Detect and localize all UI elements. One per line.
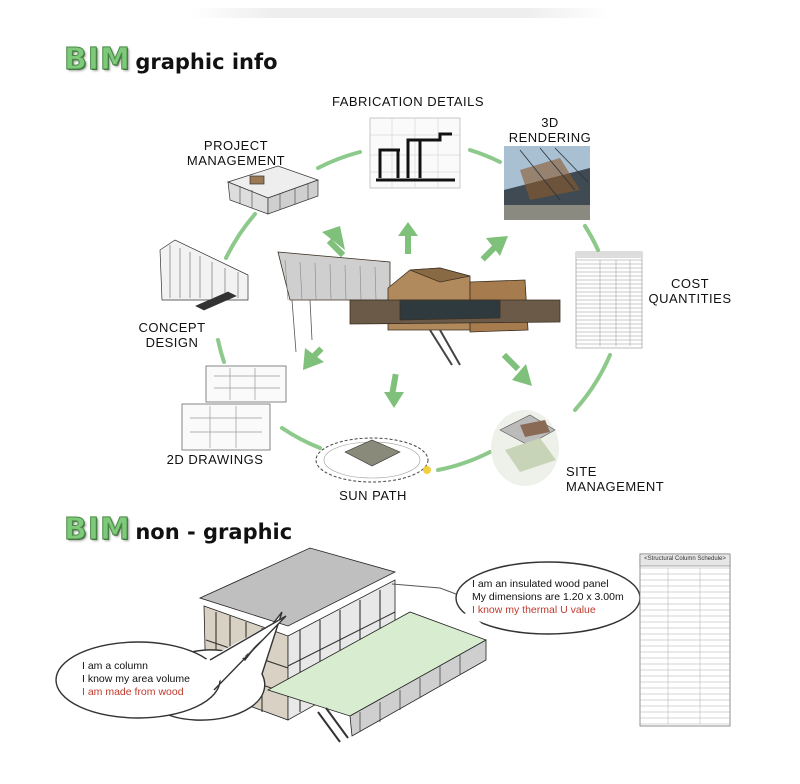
bubble-left-line2: I know my area volume — [82, 673, 190, 685]
graphic-subtitle: graphic info — [135, 50, 278, 74]
label-concept-line2: DESIGN — [145, 335, 199, 350]
column-schedule-table — [639, 553, 731, 727]
label-cost-line2: QUANTITIES — [648, 291, 732, 306]
label-project-management: PROJECT MANAGEMENT — [176, 138, 296, 168]
bubble-left-line1: I am a column — [82, 660, 148, 672]
label-project-line2: MANAGEMENT — [186, 153, 286, 168]
arrow-down-right — [512, 364, 532, 386]
label-site-management: SITE MANAGEMENT — [566, 464, 696, 494]
label-concept-line1: CONCEPT — [138, 320, 206, 335]
schedule-title: <Structural Column Schedule> — [644, 556, 726, 562]
bubble-right-line3: I know my thermal U value — [472, 604, 596, 616]
label-site-line1: SITE — [566, 464, 597, 479]
label-concept-design: CONCEPT DESIGN — [122, 320, 222, 350]
label-fabrication-details: FABRICATION DETAILS — [331, 94, 485, 109]
graphic-heading: BIM graphic info — [64, 42, 278, 78]
3d-rendering-image — [504, 146, 590, 220]
arrow-up — [398, 222, 418, 236]
concept-design-image — [159, 239, 249, 311]
2d-drawings-image — [181, 365, 287, 451]
bubble-left-text: I am a column I know my area volume I am… — [82, 660, 222, 699]
sun-path-image — [315, 437, 431, 483]
cycle-circle — [216, 148, 612, 472]
bubble-right-line2: My dimensions are 1.20 x 3.00m — [472, 591, 624, 603]
arrow-down — [384, 392, 404, 408]
label-cost-quantities: COST QUANTITIES — [640, 276, 740, 306]
label-3d-line1: 3D — [541, 115, 559, 130]
arrow-up-right — [486, 236, 508, 256]
label-3d-line2: RENDERING — [508, 130, 592, 145]
bubble-right-text: I am an insulated wood panel My dimensio… — [472, 578, 642, 617]
radial-arrows — [303, 222, 532, 408]
cost-quantities-image — [575, 251, 643, 349]
label-project-line1: PROJECT — [203, 138, 269, 153]
fabrication-details-image — [369, 117, 461, 189]
nongraphic-heading: BIM non - graphic — [64, 512, 293, 548]
speech-bubble-left-tail — [205, 616, 286, 690]
label-cost-line1: COST — [670, 276, 710, 291]
bubble-right-line1: I am an insulated wood panel — [472, 578, 609, 590]
bubble-left-line3: I am made from wood — [82, 686, 184, 698]
label-2d-drawings: 2D DRAWINGS — [166, 452, 264, 467]
label-sun-path: SUN PATH — [339, 488, 407, 503]
label-3d-rendering: 3D RENDERING — [500, 115, 600, 145]
label-site-line2: MANAGEMENT — [566, 479, 665, 494]
bim-logo-text-2: BIM — [64, 512, 131, 548]
center-building-image — [277, 251, 561, 366]
nongraphic-subtitle: non - graphic — [135, 520, 293, 544]
site-management-image — [491, 410, 559, 486]
bim-logo-text: BIM — [64, 42, 131, 78]
faint-header — [190, 8, 610, 18]
project-management-image — [226, 165, 320, 215]
arrow-up-left — [322, 226, 345, 250]
